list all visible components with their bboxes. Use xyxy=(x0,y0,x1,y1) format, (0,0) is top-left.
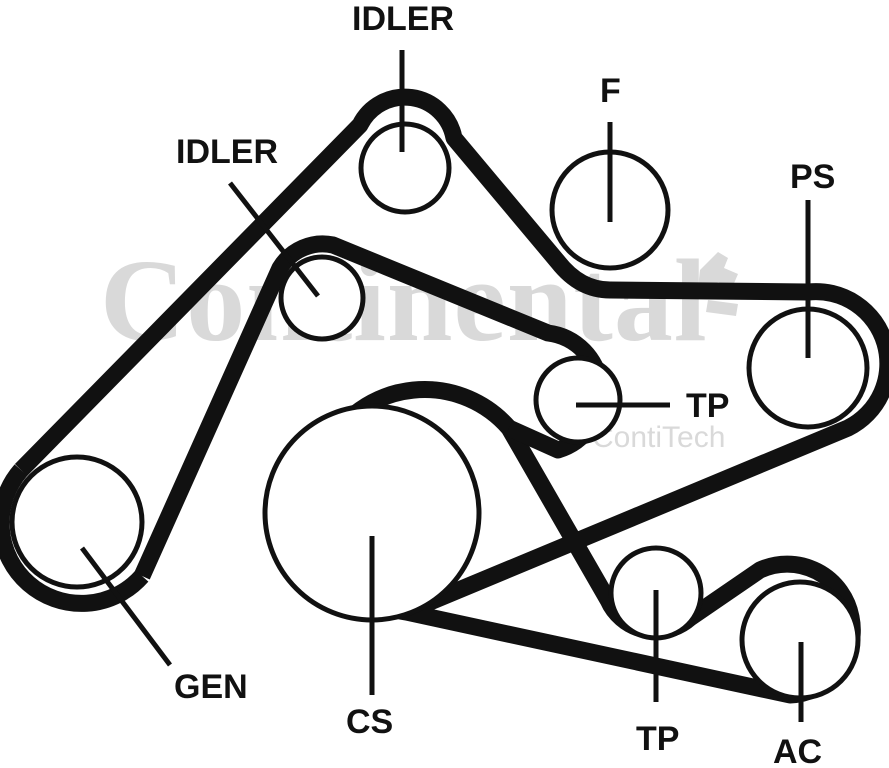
belt-generator-wrap xyxy=(0,464,149,612)
horse-logo-icon xyxy=(698,252,738,316)
idler-left-pulley xyxy=(278,254,366,342)
label-crankshaft: CS xyxy=(346,703,393,741)
label-idler-left: IDLER xyxy=(176,133,278,171)
leader-generator xyxy=(80,546,172,667)
generator-pulley xyxy=(9,454,145,590)
label-fan: F xyxy=(600,72,621,110)
watermark-division-text: ContiTech xyxy=(592,421,725,454)
idler-top-pulley xyxy=(358,121,452,215)
label-power-steering: PS xyxy=(790,158,835,196)
tensioner-upper-pulley xyxy=(533,355,623,445)
label-generator: GEN xyxy=(174,668,248,706)
leader-lines xyxy=(80,50,811,722)
label-tensioner-lower: TP xyxy=(636,720,679,758)
label-air-conditioning: AC xyxy=(773,733,822,768)
label-idler-top: IDLER xyxy=(352,0,454,38)
label-tensioner-upper: TP xyxy=(686,387,729,425)
leader-idler-left xyxy=(228,181,320,298)
